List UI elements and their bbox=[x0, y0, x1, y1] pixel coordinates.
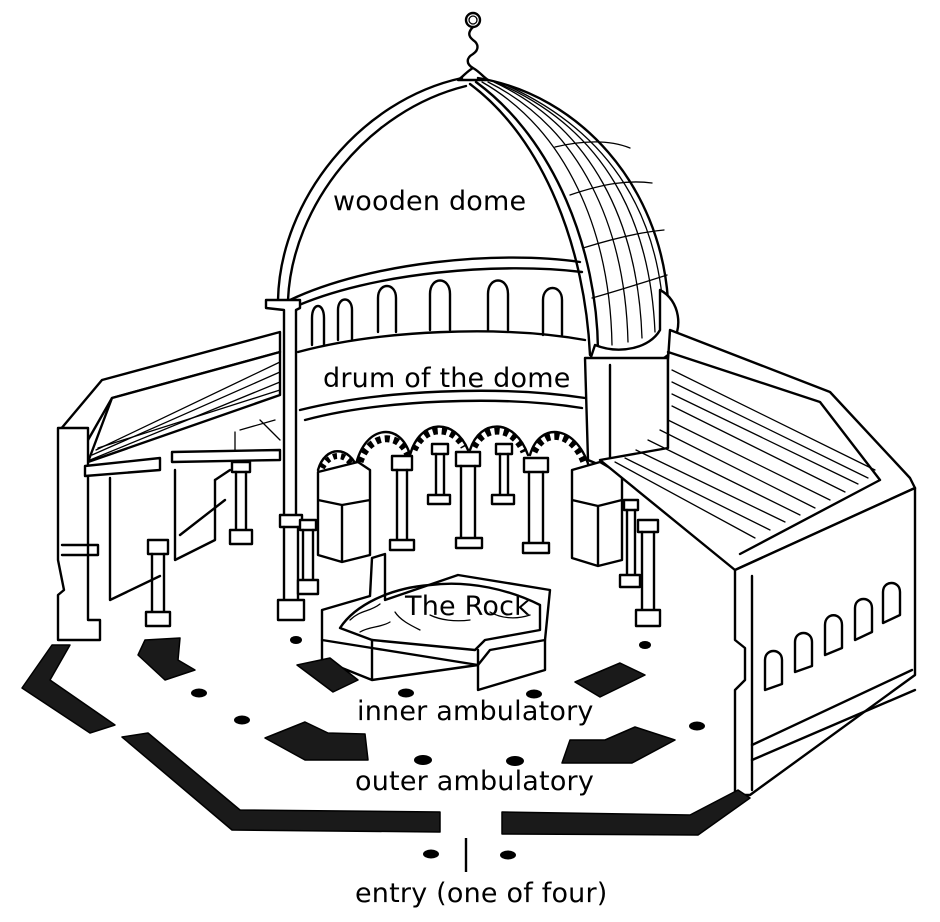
column bbox=[490, 442, 516, 506]
outer-wall-right bbox=[501, 789, 751, 836]
label-drum-of-the-dome: drum of the dome bbox=[323, 363, 571, 394]
column-dot bbox=[500, 850, 516, 860]
left-wing bbox=[56, 330, 320, 642]
column-dot bbox=[290, 636, 302, 644]
column bbox=[521, 456, 551, 555]
column-dot bbox=[526, 689, 542, 699]
pier-left-upper bbox=[137, 637, 196, 681]
drum-pier-right bbox=[583, 356, 670, 472]
column-dot bbox=[234, 715, 250, 725]
label-entry: entry (one of four) bbox=[355, 878, 608, 909]
pier-left-lower bbox=[264, 721, 369, 761]
label-outer-ambulatory: outer ambulatory bbox=[355, 766, 595, 797]
wooden-dome bbox=[276, 76, 670, 357]
drum bbox=[296, 279, 587, 422]
column-dot bbox=[639, 641, 651, 649]
column bbox=[388, 454, 416, 552]
column bbox=[454, 450, 484, 550]
pier-center-left bbox=[296, 657, 359, 693]
label-inner-ambulatory: inner ambulatory bbox=[357, 696, 594, 727]
column-dot bbox=[191, 688, 207, 698]
pier-right-lower bbox=[561, 726, 676, 764]
outer-wall-left-upper bbox=[21, 644, 116, 734]
columns bbox=[388, 442, 551, 555]
label-wooden-dome: wooden dome bbox=[333, 186, 527, 217]
rock-enclosure bbox=[320, 552, 552, 692]
drum-pier-left bbox=[264, 298, 302, 522]
inner-pier-right bbox=[570, 460, 624, 568]
column-dot bbox=[506, 756, 524, 766]
inner-pier-left bbox=[316, 460, 372, 564]
column-dot bbox=[414, 755, 432, 765]
label-the-rock: The Rock bbox=[405, 591, 530, 622]
arcade bbox=[316, 425, 592, 472]
column-dot bbox=[398, 688, 414, 698]
pier-center-right bbox=[574, 662, 646, 698]
finial bbox=[456, 11, 490, 82]
column bbox=[426, 442, 452, 506]
column-dot bbox=[423, 849, 439, 859]
right-wing bbox=[598, 328, 917, 797]
outer-wall-left-lower bbox=[121, 732, 441, 833]
floor-plan bbox=[21, 636, 751, 872]
column-dot bbox=[689, 721, 705, 731]
